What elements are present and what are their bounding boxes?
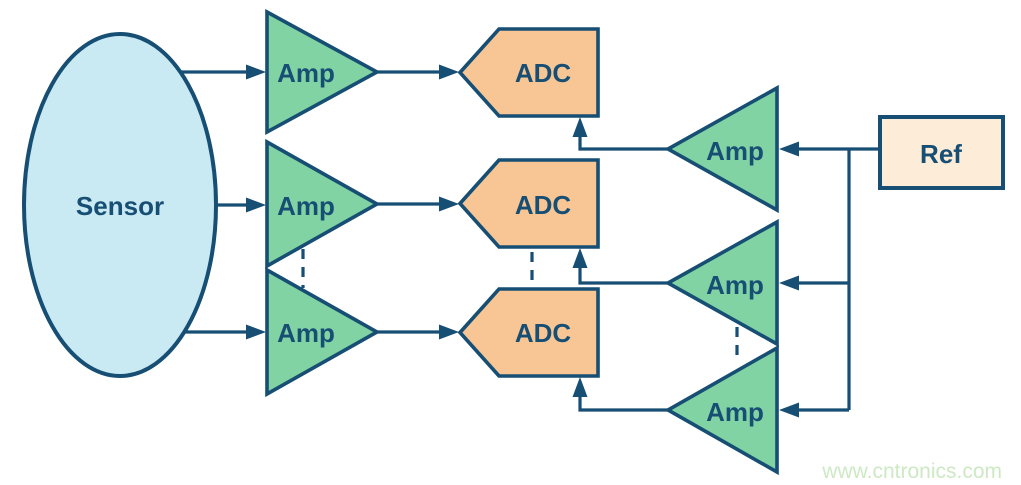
wire-buffer1-to-adc1-ref <box>578 135 668 151</box>
wire-buffer3-to-adc3-ref <box>578 395 668 412</box>
arrow-into-amp2-icon <box>246 197 266 213</box>
adc3-pentagon <box>457 287 600 378</box>
ref-buffer-amp1-label: Amp <box>706 136 764 166</box>
arrow-into-buffer1-icon <box>779 141 799 157</box>
ref-buffer-amp3-triangle <box>664 344 779 476</box>
amp3-label: Amp <box>277 318 335 348</box>
sensor-label: Sensor <box>76 191 164 221</box>
ref-label: Ref <box>920 139 962 169</box>
adc2-pentagon <box>457 158 600 249</box>
amp3-triangle <box>265 266 381 398</box>
arrow-into-adc3-ref-icon <box>572 377 588 397</box>
arrow-into-adc2-icon <box>439 196 459 212</box>
amp1-label: Amp <box>277 58 335 88</box>
arrow-into-adc3-icon <box>439 324 459 340</box>
ref-buffer-amp2-triangle <box>664 218 779 348</box>
ref-box <box>878 115 1005 190</box>
adc3-label: ADC <box>515 318 572 348</box>
amp1-triangle <box>265 8 381 136</box>
arrow-into-amp1-icon <box>246 64 266 80</box>
adc2-label: ADC <box>515 190 572 220</box>
amp2-label: Amp <box>277 191 335 221</box>
sensor-ellipse <box>22 32 218 378</box>
arrowheads <box>246 64 799 418</box>
arrow-into-buffer3-icon <box>779 402 799 418</box>
ref-buffer-amp3-label: Amp <box>706 397 764 427</box>
watermark-text: www.cntronics.com <box>821 460 1002 483</box>
arrow-into-adc1-icon <box>439 64 459 80</box>
arrow-into-adc1-ref-icon <box>572 117 588 137</box>
arrow-into-buffer2-icon <box>779 275 799 291</box>
amp2-triangle <box>265 138 381 270</box>
arrow-into-amp3-icon <box>246 324 266 340</box>
arrow-into-adc2-ref-icon <box>572 248 588 268</box>
adc1-pentagon <box>457 27 600 118</box>
ref-buffer-amp1-triangle <box>664 84 779 214</box>
wire-buffer2-to-adc2-ref <box>578 266 668 285</box>
ref-buffer-amp2-label: Amp <box>706 270 764 300</box>
adc1-label: ADC <box>515 58 572 88</box>
